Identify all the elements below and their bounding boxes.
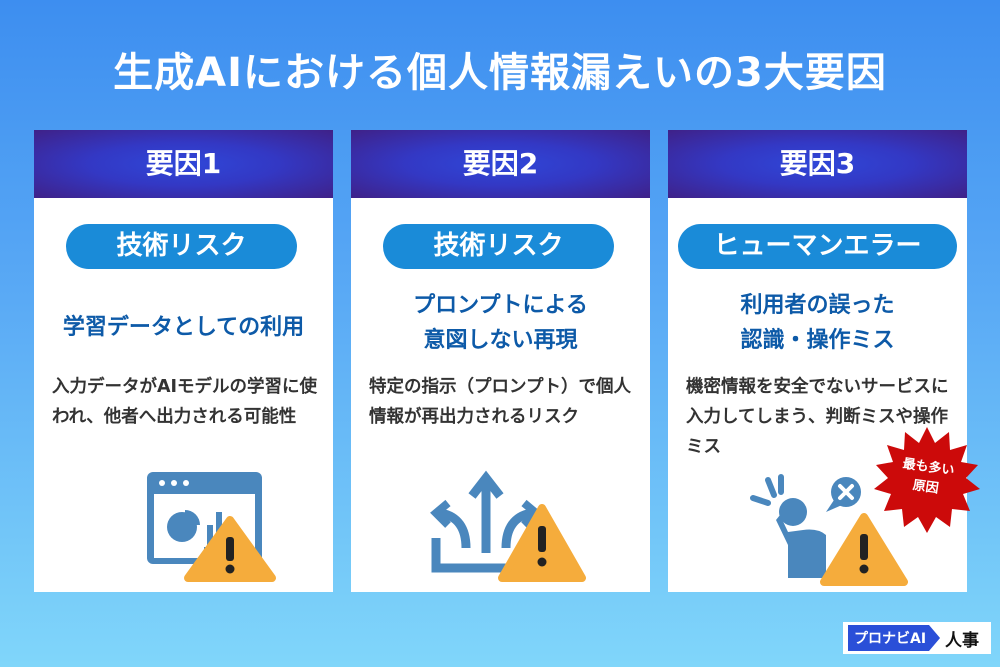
card-subtitle: 利用者の誤った認識・操作ミス — [668, 288, 967, 358]
subtitle-line: 意図しない再現 — [423, 328, 578, 353]
card-body: 特定の指示（プロンプト）で個人情報が再出力されるリスク — [369, 377, 631, 427]
card-header: 要因3 — [668, 130, 967, 198]
dashboard-warning-icon — [147, 472, 276, 582]
logo-text: 人事 — [945, 630, 980, 651]
card-subtitle: 学習データとしての利用 — [34, 310, 333, 345]
card-body: 入力データがAIモデルの学習に使われ、他者へ出力される可能性 — [52, 377, 318, 427]
factor-card-1: 要因1 技術リスク 学習データとしての利用 入力データがAIモデルの学習に使われ… — [34, 130, 333, 592]
logo-mark: プロナビAI — [848, 625, 941, 651]
card-subtitle: プロンプトによる意図しない再現 — [351, 288, 650, 358]
factor-card-2: 要因2 技術リスク プロンプトによる意図しない再現 特定の指示（プロンプト）で個… — [351, 130, 650, 592]
category-pill: ヒューマンエラー — [678, 224, 957, 269]
person-error-warning-icon — [750, 474, 908, 586]
brand-logo: プロナビAI 人事 — [843, 622, 991, 654]
subtitle-line: 認識・操作ミス — [740, 328, 895, 353]
starburst-icon — [874, 427, 980, 533]
card-header: 要因1 — [34, 130, 333, 198]
most-common-badge: 最も多い 原因 — [872, 425, 982, 535]
card-header: 要因2 — [351, 130, 650, 198]
category-pill: 技術リスク — [66, 224, 297, 269]
page-title: 生成AIにおける個人情報漏えいの3大要因 — [113, 50, 887, 96]
subtitle-line: 学習データとしての利用 — [62, 315, 305, 340]
category-pill: 技術リスク — [383, 224, 614, 269]
subtitle-line: プロンプトによる — [413, 293, 588, 318]
subtitle-line: 利用者の誤った — [740, 293, 895, 318]
arrows-warning-icon — [430, 470, 586, 582]
card-body: 機密情報を安全でないサービスに入力してしまう、判断ミスや操作ミス — [686, 377, 949, 457]
factor-card-3: 要因3 ヒューマンエラー 利用者の誤った認識・操作ミス 機密情報を安全でないサー… — [668, 130, 967, 592]
